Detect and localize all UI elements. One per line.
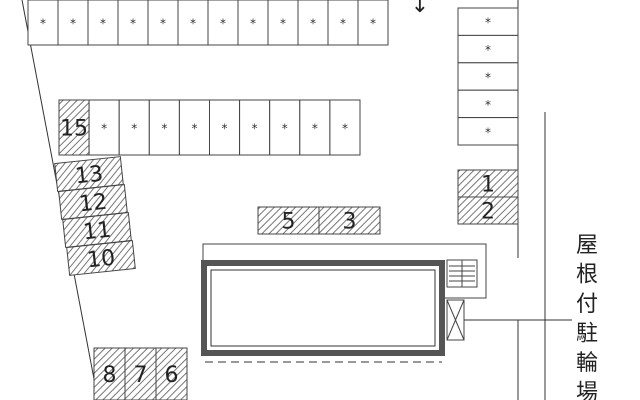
- stall-mark: *: [161, 122, 167, 136]
- stall-mark: *: [222, 122, 228, 136]
- reserved-stall: *: [327, 0, 359, 46]
- stall-mark: *: [191, 122, 197, 136]
- reserved-stall: *: [297, 0, 329, 46]
- numbered-stall: 7: [124, 347, 157, 400]
- building-inner-outline: [210, 269, 436, 347]
- reserved-stall: *: [357, 0, 389, 46]
- reserved-stall: *: [237, 0, 269, 46]
- reserved-stall: *: [88, 99, 120, 156]
- stall-mark: *: [190, 17, 196, 31]
- reserved-stall: *: [57, 0, 89, 46]
- numbered-stall: 11: [62, 212, 132, 248]
- stall-number: 3: [343, 210, 357, 235]
- legend-character: 屋: [576, 233, 598, 258]
- stall-number: 6: [165, 363, 179, 388]
- numbered-stall: 2: [457, 196, 519, 225]
- reserved-stall: *: [148, 99, 180, 156]
- stall-mark: *: [131, 122, 137, 136]
- bicycle-shelter-marker: [446, 299, 465, 341]
- stall-mark: *: [100, 17, 106, 31]
- stall-number: 13: [74, 162, 104, 190]
- stall-mark: *: [340, 17, 346, 31]
- stall-mark: *: [101, 122, 107, 136]
- legend-character: 輪: [576, 351, 598, 376]
- right-column-stalls: * * * * * 12: [457, 7, 519, 225]
- reserved-stall: *: [329, 99, 361, 156]
- legend-character: 駐: [576, 322, 598, 347]
- stall-number: 12: [78, 190, 108, 218]
- reserved-stall: *: [178, 99, 210, 156]
- reserved-stall: *: [457, 89, 519, 119]
- stall-mark: *: [40, 17, 46, 31]
- reserved-stall: *: [209, 99, 241, 156]
- stall-number: 1: [481, 173, 495, 198]
- stall-number: 2: [481, 200, 495, 225]
- stall-mark: *: [282, 122, 288, 136]
- numbered-stall: 13: [54, 156, 124, 192]
- stall-mark: *: [280, 17, 286, 31]
- stall-mark: *: [130, 17, 136, 31]
- stall-mark: *: [310, 17, 316, 31]
- stall-mark: *: [160, 17, 166, 31]
- reserved-stall: *: [457, 117, 519, 146]
- reserved-stall: *: [87, 0, 119, 46]
- reserved-stall: *: [177, 0, 209, 46]
- reserved-stall: *: [269, 99, 301, 156]
- stall-mark: *: [250, 17, 256, 31]
- numbered-stall: 5: [257, 206, 320, 235]
- building: [201, 260, 445, 356]
- reserved-stall: *: [457, 7, 519, 36]
- numbered-stall: 12: [58, 184, 128, 220]
- stall-number: 15: [60, 117, 88, 142]
- stairs-icon: [446, 259, 478, 288]
- stall-mark: *: [252, 122, 258, 136]
- legend-character: 付: [576, 292, 598, 317]
- stall-mark: *: [485, 16, 491, 30]
- reserved-stall: *: [267, 0, 299, 46]
- numbered-stall: 3: [318, 206, 381, 235]
- numbered-stall: 6: [155, 347, 188, 400]
- numbered-stall: 8: [93, 347, 126, 400]
- stall-mark: *: [220, 17, 226, 31]
- numbered-stall: 10: [66, 240, 136, 276]
- reserved-stall: *: [457, 62, 519, 91]
- legend-character: 根: [576, 263, 598, 288]
- reserved-stall: *: [118, 99, 150, 156]
- stall-number: 7: [134, 363, 148, 388]
- numbered-stall: 15: [58, 99, 90, 156]
- stall-mark: *: [485, 125, 491, 139]
- stall-mark: *: [485, 71, 491, 85]
- reserved-stall: *: [299, 99, 331, 156]
- stall-mark: *: [70, 17, 76, 31]
- stall-mark: *: [370, 17, 376, 31]
- reserved-stall: *: [239, 99, 271, 156]
- stall-mark: *: [312, 122, 318, 136]
- numbered-stall: 1: [457, 169, 519, 198]
- top-row-stalls: * * * * * * * * * * * *: [27, 0, 389, 46]
- stall-mark: *: [342, 122, 348, 136]
- stall-number: 8: [103, 363, 117, 388]
- stall-mark: *: [485, 98, 491, 112]
- reserved-stall: *: [457, 34, 519, 64]
- legend-character: 場: [576, 381, 598, 400]
- stall-mark: *: [485, 43, 491, 57]
- reserved-stall: *: [207, 0, 239, 46]
- arrow-down-icon: ↓: [411, 0, 429, 18]
- stall-number: 10: [86, 246, 116, 274]
- middle-row-stalls: 15 * * * * * * * * *: [58, 99, 361, 156]
- reserved-stall: *: [147, 0, 179, 46]
- stall-number: 11: [82, 218, 112, 246]
- reserved-stall: *: [27, 0, 59, 46]
- stall-number: 5: [282, 210, 296, 235]
- reserved-stall: *: [117, 0, 149, 46]
